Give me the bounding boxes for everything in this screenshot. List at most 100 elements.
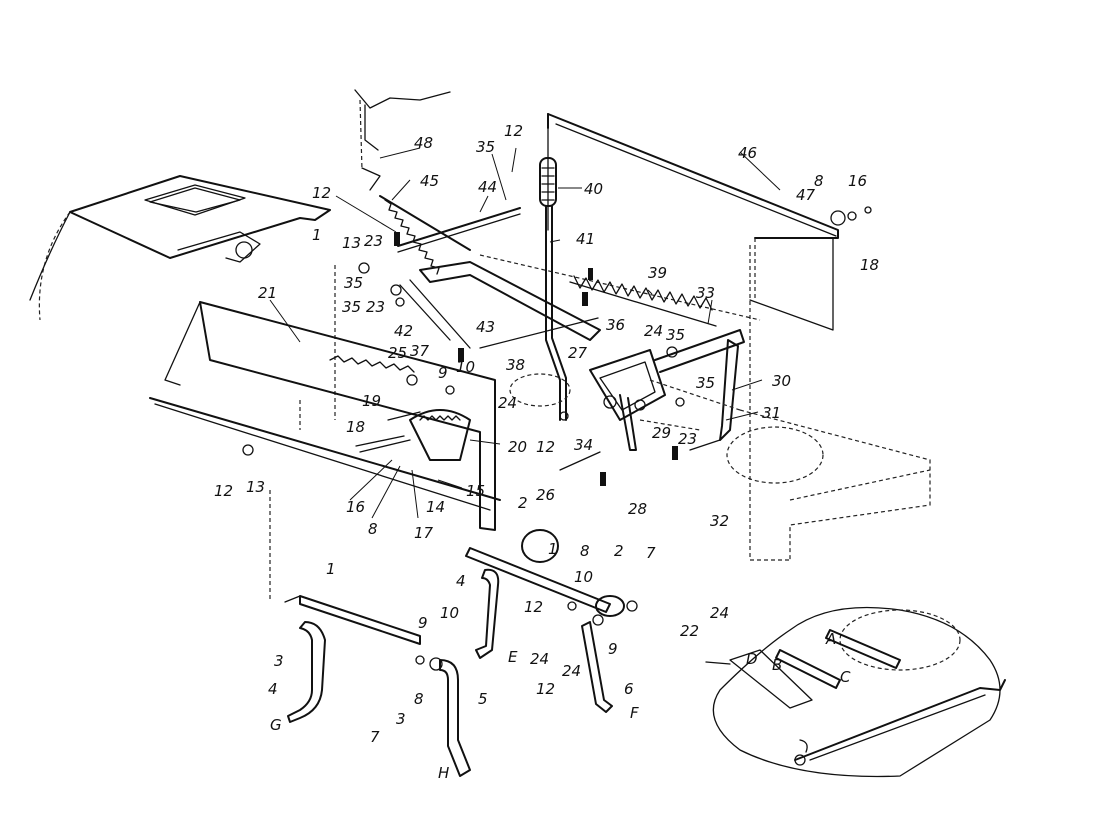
lift-handle <box>539 157 567 421</box>
callout-1: 1 <box>312 226 322 244</box>
callout-10: 10 <box>456 358 475 376</box>
callout-48: 48 <box>414 134 433 152</box>
callout-18: 18 <box>346 418 365 436</box>
callout-26: 26 <box>536 486 555 504</box>
callout-3: 3 <box>396 710 406 728</box>
callout-21: 21 <box>258 284 277 302</box>
shaft-44 <box>397 207 521 253</box>
callout-3: 3 <box>274 652 284 670</box>
callout-46: 46 <box>738 144 757 162</box>
callout-18: 18 <box>860 256 879 274</box>
callout-27: 27 <box>568 344 588 362</box>
letter-g: G <box>270 716 282 734</box>
callout-5: 5 <box>478 690 488 708</box>
callout-9: 9 <box>418 614 428 632</box>
callout-13: 13 <box>246 478 265 496</box>
callout-10: 10 <box>440 604 459 622</box>
mower-deck <box>712 606 1006 778</box>
callout-10: 10 <box>574 568 593 586</box>
bracket-assembly <box>589 329 745 451</box>
callout-25: 25 <box>388 344 407 362</box>
callout-30: 30 <box>772 372 791 390</box>
front-bar-1-center <box>465 529 625 617</box>
callout-31: 31 <box>762 404 781 422</box>
callout-32: 32 <box>710 512 729 530</box>
chassis-pan <box>509 373 931 560</box>
callout-34: 34 <box>574 436 593 454</box>
leader-lines <box>269 147 781 519</box>
callout-1: 1 <box>548 540 558 558</box>
steering-top <box>354 89 471 251</box>
callout-41: 41 <box>576 230 595 248</box>
callout-35: 35 <box>342 298 361 316</box>
callout-14: 14 <box>426 498 445 516</box>
connector-letters: A B C D E F G H <box>270 630 851 782</box>
callout-35: 35 <box>666 326 685 344</box>
arm-4-center <box>475 568 500 659</box>
callout-44: 44 <box>478 178 497 196</box>
callout-29: 29 <box>652 424 671 442</box>
callout-7: 7 <box>370 728 380 746</box>
arm-6 <box>581 621 613 713</box>
spring-45 <box>384 199 440 275</box>
callout-8: 8 <box>368 520 378 538</box>
front-bar-1-left <box>284 595 421 645</box>
callout-35: 35 <box>696 374 715 392</box>
callout-38: 38 <box>506 356 525 374</box>
callout-24: 24 <box>498 394 517 412</box>
callout-numbers: 1 1 1 2 2 3 3 4 4 5 6 7 7 8 8 8 8 9 9 9 … <box>214 122 879 746</box>
callout-35: 35 <box>344 274 363 292</box>
callout-35: 35 <box>476 138 495 156</box>
letter-d: D <box>746 650 758 668</box>
lever-30 <box>689 339 739 451</box>
callout-12: 12 <box>504 122 523 140</box>
callout-45: 45 <box>420 172 439 190</box>
letter-h: H <box>438 764 449 782</box>
letter-a: A <box>825 630 836 648</box>
letter-c: C <box>840 668 851 686</box>
letter-e: E <box>508 648 518 666</box>
callout-17: 17 <box>414 524 434 542</box>
callout-36: 36 <box>606 316 625 334</box>
callout-9: 9 <box>608 640 618 658</box>
callout-22: 22 <box>680 622 699 640</box>
callout-16: 16 <box>848 172 867 190</box>
callout-1: 1 <box>326 560 336 578</box>
callout-39: 39 <box>648 264 667 282</box>
callout-42: 42 <box>394 322 413 340</box>
callout-12: 12 <box>536 438 555 456</box>
letter-b: B <box>772 656 782 674</box>
callout-2: 2 <box>518 494 528 512</box>
callout-23: 23 <box>366 298 385 316</box>
callout-8: 8 <box>414 690 424 708</box>
callout-24: 24 <box>562 662 581 680</box>
lift-bar <box>399 261 601 349</box>
spring-39 <box>569 275 717 327</box>
hardware-marks <box>242 206 872 671</box>
callout-4: 4 <box>268 680 278 698</box>
letter-f: F <box>630 704 639 722</box>
callout-24: 24 <box>644 322 663 340</box>
callout-23: 23 <box>678 430 697 448</box>
callout-12: 12 <box>214 482 233 500</box>
callout-12: 12 <box>536 680 555 698</box>
callout-8: 8 <box>580 542 590 560</box>
callout-2: 2 <box>614 542 624 560</box>
callout-15: 15 <box>466 482 485 500</box>
callout-12: 12 <box>524 598 543 616</box>
callout-23: 23 <box>364 232 383 250</box>
callout-40: 40 <box>584 180 603 198</box>
callout-28: 28 <box>628 500 647 518</box>
rear-panel-46 <box>547 113 839 331</box>
callout-8: 8 <box>814 172 824 190</box>
callout-37: 37 <box>410 342 430 360</box>
arm-5 <box>439 659 471 777</box>
callout-43: 43 <box>476 318 495 336</box>
callout-20: 20 <box>508 438 527 456</box>
callout-4: 4 <box>456 572 466 590</box>
callout-6: 6 <box>624 680 634 698</box>
callout-47: 47 <box>796 186 816 204</box>
callout-24: 24 <box>710 604 729 622</box>
callout-19: 19 <box>362 392 381 410</box>
